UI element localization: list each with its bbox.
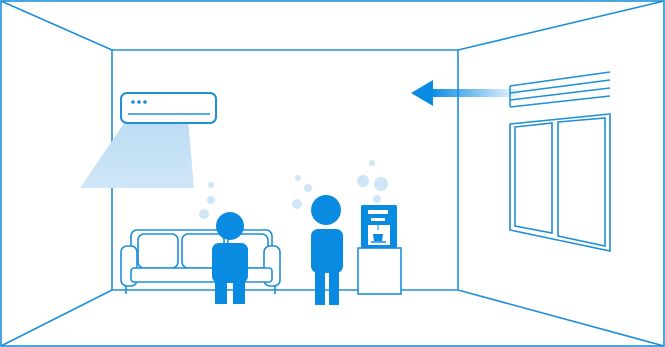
coffee-stand: [358, 248, 401, 294]
bubble: [207, 196, 215, 204]
sitting-person-leg: [215, 278, 227, 304]
ac-indicator-light: [137, 100, 141, 104]
airflow-arrow-head: [411, 80, 433, 106]
coffee-cup-icon: [373, 234, 383, 241]
bubble: [304, 184, 312, 192]
coffee-machine-display: [368, 210, 388, 214]
thought-bubbles: [199, 160, 388, 219]
bubble: [374, 177, 388, 191]
airflow-arrow-icon: [411, 80, 520, 106]
ceiling-edge-left: [1, 1, 112, 50]
ac-unit-body: [121, 93, 216, 123]
standing-person-leg: [329, 270, 339, 305]
ceiling-edge-right: [458, 1, 664, 50]
sofa-icon: [121, 230, 280, 294]
bubble: [369, 160, 375, 166]
standing-person-body: [311, 229, 343, 273]
bubble: [292, 199, 302, 209]
airflow-arrow-shaft: [430, 89, 520, 97]
window-icon: [510, 114, 610, 251]
bubble: [199, 209, 209, 219]
coffee-machine-icon: [358, 205, 401, 294]
ac-indicator-light: [131, 100, 135, 104]
sitting-person-head: [216, 212, 244, 240]
vent-slat: [510, 72, 610, 86]
bubble: [208, 182, 214, 188]
coffee-machine-nozzle: [371, 218, 385, 221]
window-frame: [510, 114, 610, 251]
ceiling-vent-icon: [510, 72, 610, 107]
sitting-person-body: [212, 243, 248, 283]
vent-slat: [510, 80, 610, 93]
ac-indicator-light: [143, 100, 147, 104]
floor-edge-left: [1, 290, 112, 346]
sitting-person-leg: [233, 278, 245, 304]
floor-edge-right: [458, 290, 664, 346]
standing-person-icon: [311, 195, 343, 305]
sofa-seat: [131, 268, 272, 282]
cool-air-cone: [80, 119, 194, 188]
bubble: [373, 195, 381, 203]
air-conditioner-icon: [80, 93, 216, 188]
standing-person-leg: [315, 270, 325, 305]
standing-person-head: [311, 195, 341, 225]
bubble: [357, 175, 369, 187]
sofa-cushion: [138, 234, 178, 268]
bubble: [295, 175, 301, 181]
